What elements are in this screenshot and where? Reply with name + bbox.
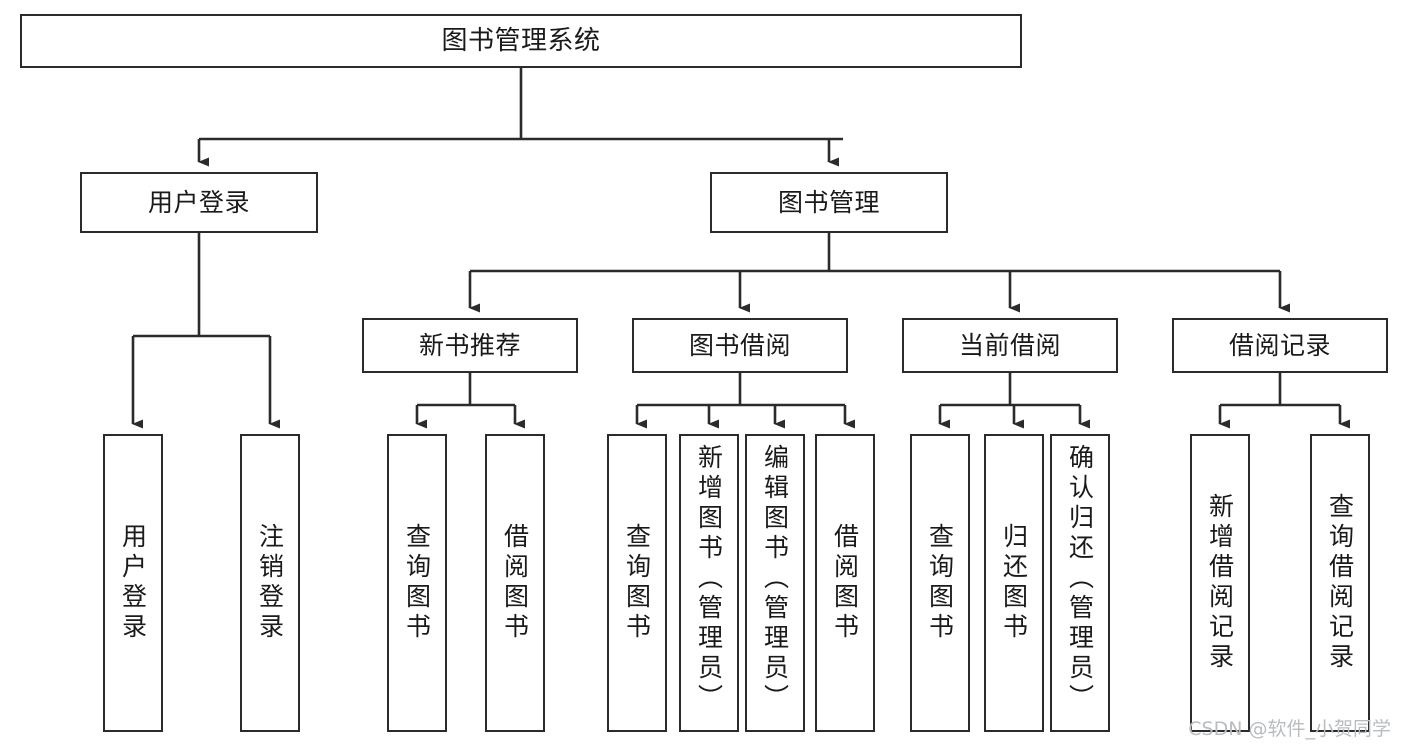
node-user-login-label: 用户登录 <box>147 187 250 217</box>
node-new-book-rec-label: 新书推荐 <box>418 330 521 360</box>
node-leaf-user-login[interactable]: 用户登录 <box>103 434 163 732</box>
node-leaf-borrow-book-2[interactable]: 借阅图书 <box>815 434 875 732</box>
node-leaf-borrow-book-1-label: 借阅图书 <box>500 523 530 643</box>
node-root-label: 图书管理系统 <box>441 25 601 56</box>
csdn-watermark: CSDN @软件_小贺同学 <box>1188 718 1391 740</box>
node-leaf-query-book-3-label: 查询图书 <box>925 523 955 643</box>
node-book-manage[interactable]: 图书管理 <box>710 172 948 233</box>
node-leaf-add-book[interactable]: 新增图书（管理员） <box>679 434 739 732</box>
node-leaf-add-record-label: 新增借阅记录 <box>1205 493 1235 673</box>
node-leaf-logout[interactable]: 注销登录 <box>240 434 300 732</box>
node-leaf-borrow-book-1[interactable]: 借阅图书 <box>485 434 545 732</box>
node-current-borrow[interactable]: 当前借阅 <box>902 318 1118 373</box>
node-user-login[interactable]: 用户登录 <box>80 172 318 233</box>
node-borrow-record[interactable]: 借阅记录 <box>1172 318 1388 373</box>
node-leaf-user-login-label: 用户登录 <box>118 523 148 643</box>
node-book-manage-label: 图书管理 <box>777 187 880 217</box>
node-leaf-edit-book[interactable]: 编辑图书（管理员） <box>745 434 805 732</box>
node-leaf-logout-label: 注销登录 <box>255 523 285 643</box>
node-new-book-rec[interactable]: 新书推荐 <box>362 318 578 373</box>
node-leaf-return-book-label: 归还图书 <box>999 523 1029 643</box>
node-leaf-borrow-book-2-label: 借阅图书 <box>830 523 860 643</box>
node-leaf-add-book-label: 新增图书（管理员） <box>694 444 724 714</box>
node-leaf-query-book-3[interactable]: 查询图书 <box>910 434 970 732</box>
node-leaf-confirm-return-label: 确认归还（管理员） <box>1065 444 1095 714</box>
node-leaf-query-book-1-label: 查询图书 <box>402 523 432 643</box>
node-leaf-return-book[interactable]: 归还图书 <box>984 434 1044 732</box>
node-book-borrow-label: 图书借阅 <box>688 330 791 360</box>
node-book-borrow[interactable]: 图书借阅 <box>632 318 848 373</box>
node-leaf-query-book-2-label: 查询图书 <box>622 523 652 643</box>
node-leaf-query-record-label: 查询借阅记录 <box>1325 493 1355 673</box>
node-leaf-query-book-1[interactable]: 查询图书 <box>387 434 447 732</box>
node-root[interactable]: 图书管理系统 <box>20 14 1022 68</box>
node-leaf-confirm-return[interactable]: 确认归还（管理员） <box>1050 434 1110 732</box>
node-leaf-query-record[interactable]: 查询借阅记录 <box>1310 434 1370 732</box>
node-leaf-query-book-2[interactable]: 查询图书 <box>607 434 667 732</box>
node-current-borrow-label: 当前借阅 <box>958 330 1061 360</box>
node-leaf-edit-book-label: 编辑图书（管理员） <box>760 444 790 714</box>
node-leaf-add-record[interactable]: 新增借阅记录 <box>1190 434 1250 732</box>
node-borrow-record-label: 借阅记录 <box>1228 330 1331 360</box>
